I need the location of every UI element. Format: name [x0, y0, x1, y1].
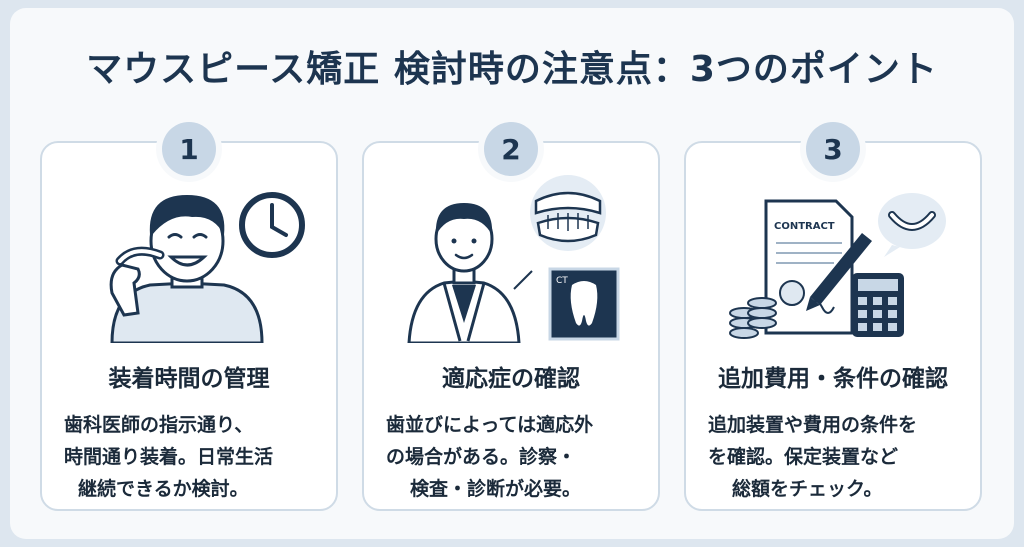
card-1-illustration [109, 192, 305, 343]
card-3-illustration: CONTRACT [729, 193, 946, 339]
card-body: 歯科医師の指示通り、 時間通り装着。日常生活 継続できるか検討。 [64, 409, 314, 505]
card-body-line: 継続できるか検討。 [78, 478, 249, 500]
card-title: 追加費用・条件の確認 [718, 366, 948, 392]
card-body-line: 歯科医師の指示通り、 [64, 414, 254, 436]
card-body-line: 時間通り装着。日常生活 [64, 446, 274, 468]
dental-model-icon [530, 175, 606, 251]
card-body-line: の場合がある。診察・ [386, 446, 577, 468]
smiling-man-icon [110, 195, 264, 343]
card-indication: CT 適応症の確認 歯並びによっては適応外 の場合がある。診察・ 検査・診断が必… [362, 141, 660, 511]
dentist-icon [407, 203, 533, 343]
contract-label: CONTRACT [774, 221, 835, 232]
ct-label: CT [556, 276, 568, 286]
pen-icon [806, 233, 872, 311]
page-title: マウスピース矯正 検討時の注意点：3つのポイント [86, 49, 938, 90]
card-wearing-time: 装着時間の管理 歯科医師の指示通り、 時間通り装着。日常生活 継続できるか検討。 [40, 141, 338, 511]
card-2-illustration: CT [407, 175, 620, 343]
clock-icon [239, 192, 305, 258]
calculator-icon [852, 273, 904, 337]
card-body-line: 歯並びによっては適応外 [386, 414, 594, 436]
card-body-line: 検査・診断が必要。 [410, 478, 582, 500]
aligner-icon [109, 246, 165, 317]
step-badge-3: 3 [806, 122, 860, 176]
retainer-bubble-icon [878, 193, 946, 257]
step-badge-2: 2 [484, 122, 538, 176]
tooth-ct-scan-icon: CT [548, 267, 620, 341]
card-additional-cost: CONTRACT [684, 141, 982, 511]
coins-icon [729, 297, 777, 339]
card-title: 装着時間の管理 [108, 366, 270, 392]
card-body-line: を確認。保定装置など [708, 446, 899, 468]
card-title: 適応症の確認 [442, 366, 580, 392]
step-badge-1: 1 [162, 122, 216, 176]
card-body-line: 総額をチェック。 [732, 478, 883, 500]
card-body: 追加装置や費用の条件を を確認。保定装置など 総額をチェック。 [708, 409, 958, 505]
card-body-line: 追加装置や費用の条件を [708, 414, 918, 436]
card-body: 歯並びによっては適応外 の場合がある。診察・ 検査・診断が必要。 [386, 409, 636, 505]
